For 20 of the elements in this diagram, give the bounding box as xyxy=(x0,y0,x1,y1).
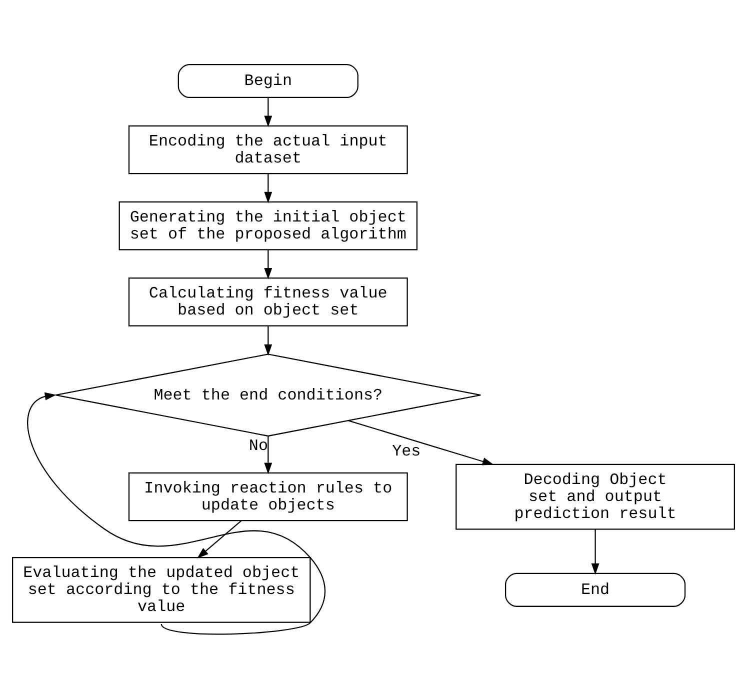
edge-label: No xyxy=(248,436,268,455)
node-box: Invoking reaction rules to update objects xyxy=(128,472,408,522)
arrow xyxy=(264,174,272,204)
arrow xyxy=(264,436,272,474)
node-box: Decoding Object set and output prediction result xyxy=(456,464,735,530)
node-box: End xyxy=(504,572,686,607)
node-box: Generating the initial object set of the proposed algorithm xyxy=(118,201,418,250)
node-diamond: Meet the end conditions? xyxy=(55,354,482,437)
arrow xyxy=(27,392,326,635)
node-box: Evaluating the updated object set according to the fitness value xyxy=(12,556,311,623)
arrow xyxy=(197,520,242,558)
arrow xyxy=(264,250,272,280)
node-box: Begin xyxy=(178,64,358,98)
arrow xyxy=(264,98,272,128)
edge-label: Yes xyxy=(392,442,421,460)
arrow xyxy=(264,326,272,356)
arrow xyxy=(348,420,494,466)
node-box: Calculating fitness value based on object set xyxy=(128,278,408,326)
arrow xyxy=(591,529,600,575)
node-box: Encoding the actual input dataset xyxy=(128,125,408,174)
